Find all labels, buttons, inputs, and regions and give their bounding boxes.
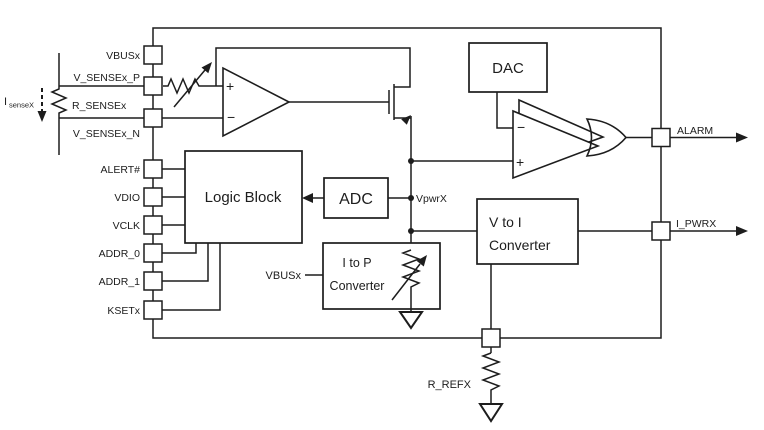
pin-v-sensex-n	[143, 108, 163, 128]
logic-block-label: Logic Block	[205, 189, 282, 206]
external-sense-network: I senseX R_SENSEx	[4, 53, 144, 155]
dac-label: DAC	[492, 60, 524, 77]
pin-label-addr-1: ADDR_1	[99, 276, 141, 288]
logic-block	[184, 150, 303, 244]
vpwrx-label: VpwrX	[416, 193, 447, 205]
variable-resistor-icon	[400, 249, 422, 312]
ground-arrow-icon	[478, 403, 504, 423]
node-dot	[408, 228, 414, 234]
pin-vclk	[143, 215, 163, 235]
i-to-p-label-line2: Converter	[330, 279, 385, 293]
variable-resistor-arrow-icon	[391, 263, 421, 301]
pin-addr-1	[143, 271, 163, 291]
pin-wires	[162, 117, 223, 311]
arrowhead-icon	[201, 62, 212, 74]
isense-label: I	[4, 96, 7, 108]
pin-label-ksetx: KSETx	[107, 305, 140, 317]
pin-r-refx	[481, 328, 501, 348]
pin-label-v-sensex-p: V_SENSEx_P	[73, 72, 140, 84]
v-to-i-converter-block	[476, 198, 579, 265]
pin-label-alert: ALERT#	[101, 164, 141, 176]
pin-label-vdio: VDIO	[114, 192, 140, 204]
ground-arrow-icon	[398, 311, 424, 330]
pins	[143, 45, 671, 348]
pin-addr-0	[143, 243, 163, 263]
r-sensex-label: R_SENSEx	[72, 100, 127, 112]
pin-label-addr-0: ADDR_0	[99, 248, 141, 260]
wire	[496, 92, 513, 129]
i-to-p-converter-block	[322, 242, 441, 310]
adc-block	[323, 177, 389, 219]
pin-vdio	[143, 187, 163, 207]
i-pwrx-label: I_PWRX	[676, 218, 716, 230]
pin-label-v-sensex-n: V_SENSEx_N	[73, 128, 140, 140]
pin-alarm	[651, 127, 671, 148]
sense-resistor-icon	[50, 86, 68, 118]
adc-to-logic-arrow-icon	[302, 193, 313, 203]
vbusx-input-label: VBUSx	[266, 270, 302, 282]
arrowhead-icon	[37, 111, 47, 122]
pin-alert	[143, 159, 163, 179]
feedback-wire	[215, 47, 411, 88]
alarm-label: ALARM	[677, 125, 713, 137]
mosfet-arrow-icon	[401, 115, 411, 125]
pin-v-sensex-p	[143, 76, 163, 96]
comparator-icon	[512, 109, 601, 180]
isense-label-sub: senseX	[9, 101, 34, 110]
pin-i-pwrx	[651, 221, 671, 241]
pin-labels: VBUSx V_SENSEx_P V_SENSEx_N ALERT# VDIO …	[73, 50, 141, 317]
dac-block	[468, 42, 548, 93]
comparator-plus-sign: +	[516, 154, 524, 170]
sense-amplifier: + −	[163, 47, 411, 138]
opamp-minus-sign: −	[227, 109, 235, 125]
i-to-p-section: I to P Converter VBUSx	[266, 242, 441, 330]
opamp-plus-sign: +	[226, 78, 234, 94]
wire	[162, 243, 221, 311]
pin-label-vbusx: VBUSx	[106, 50, 141, 62]
r-refx-resistor-icon	[480, 352, 502, 404]
variable-resistor-arrow-icon	[173, 69, 206, 108]
alarm-arrow-icon	[736, 132, 748, 143]
v-to-i-label-line1: V to I	[489, 214, 522, 230]
variable-resistor-icon	[163, 77, 223, 95]
wire	[162, 243, 197, 254]
node-dot	[408, 195, 414, 201]
pin-ksetx	[143, 300, 163, 320]
vpwrx-rail: VpwrX	[388, 116, 513, 250]
r-refx-label: R_REFX	[428, 379, 472, 391]
i-to-p-label-line1: I to P	[342, 256, 371, 270]
pin-vbusx	[143, 45, 163, 65]
wire	[162, 243, 209, 282]
comparator-minus-sign: −	[517, 119, 525, 135]
pin-label-vclk: VCLK	[113, 220, 140, 232]
alarm-section: DAC − + ALARM	[468, 42, 748, 180]
or-gate-icon	[585, 118, 628, 157]
arrowhead-icon	[416, 255, 427, 267]
opamp-icon	[222, 66, 291, 138]
v-to-i-label-line2: Converter	[489, 237, 551, 253]
v-to-i-section: V to I Converter I_PWRX R_REFX	[428, 198, 748, 423]
adc-section: ADC	[302, 177, 389, 219]
chip-boundary	[152, 27, 662, 339]
node-dot	[408, 158, 414, 164]
adc-label: ADC	[339, 191, 373, 208]
i-pwrx-arrow-icon	[736, 226, 748, 236]
